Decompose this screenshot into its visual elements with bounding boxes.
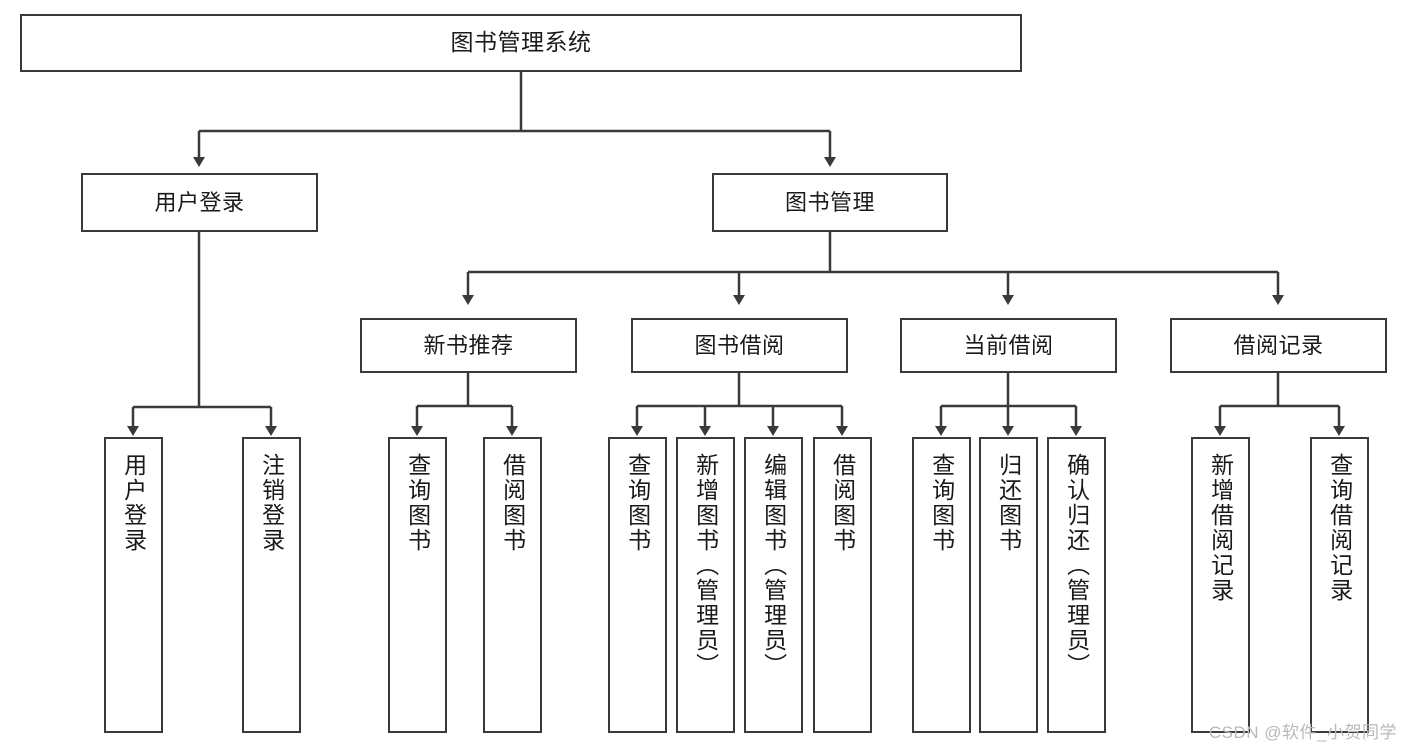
node-label: 借阅记录 [1233, 332, 1324, 358]
node-label: 新增借阅记录 [1207, 453, 1234, 603]
leaf-record-add-record[interactable]: 新增借阅记录 [1191, 437, 1250, 733]
node-label: 查询图书 [928, 453, 955, 553]
node-label: 当前借阅 [963, 332, 1054, 358]
node-label: 用户登录 [154, 189, 245, 215]
leaf-recommend-query-book[interactable]: 查询图书 [388, 437, 447, 733]
node-label: 图书管理 [784, 189, 875, 215]
node-book-borrow[interactable]: 图书借阅 [631, 318, 848, 373]
leaf-borrow-query-book[interactable]: 查询图书 [608, 437, 667, 733]
node-user-login[interactable]: 用户登录 [81, 173, 318, 232]
leaf-borrow-edit-book[interactable]: 编辑图书（管理员） [744, 437, 803, 733]
leaf-current-confirm-return[interactable]: 确认归还（管理员） [1047, 437, 1106, 733]
csdn-watermark: CSDN @软件_小贺同学 [1208, 723, 1397, 742]
node-label: 新书推荐 [423, 332, 514, 358]
leaf-user-login-login[interactable]: 用户登录 [104, 437, 163, 733]
leaf-borrow-borrow-book[interactable]: 借阅图书 [813, 437, 872, 733]
node-label: 用户登录 [120, 453, 147, 553]
node-borrow-record[interactable]: 借阅记录 [1170, 318, 1387, 373]
node-label: 图书管理系统 [450, 29, 592, 56]
node-label: 借阅图书 [499, 453, 526, 553]
node-label: 注销登录 [258, 453, 285, 553]
leaf-borrow-add-book[interactable]: 新增图书（管理员） [676, 437, 735, 733]
node-label: 确认归还（管理员） [1063, 453, 1090, 678]
node-label: 查询图书 [624, 453, 651, 553]
node-label: 查询图书 [404, 453, 431, 553]
node-label: 查询借阅记录 [1326, 453, 1353, 603]
node-label: 图书借阅 [694, 332, 785, 358]
node-label: 归还图书 [995, 453, 1022, 553]
leaf-record-query-record[interactable]: 查询借阅记录 [1310, 437, 1369, 733]
node-new-book-recommend[interactable]: 新书推荐 [360, 318, 577, 373]
leaf-current-query-book[interactable]: 查询图书 [912, 437, 971, 733]
node-current-borrow[interactable]: 当前借阅 [900, 318, 1117, 373]
leaf-recommend-borrow-book[interactable]: 借阅图书 [483, 437, 542, 733]
node-label: 新增图书（管理员） [692, 453, 719, 678]
node-book-management[interactable]: 图书管理 [712, 173, 948, 232]
leaf-user-login-logout[interactable]: 注销登录 [242, 437, 301, 733]
leaf-current-return-book[interactable]: 归还图书 [979, 437, 1038, 733]
node-root-system[interactable]: 图书管理系统 [20, 14, 1022, 72]
node-label: 编辑图书（管理员） [760, 453, 787, 678]
node-label: 借阅图书 [829, 453, 856, 553]
